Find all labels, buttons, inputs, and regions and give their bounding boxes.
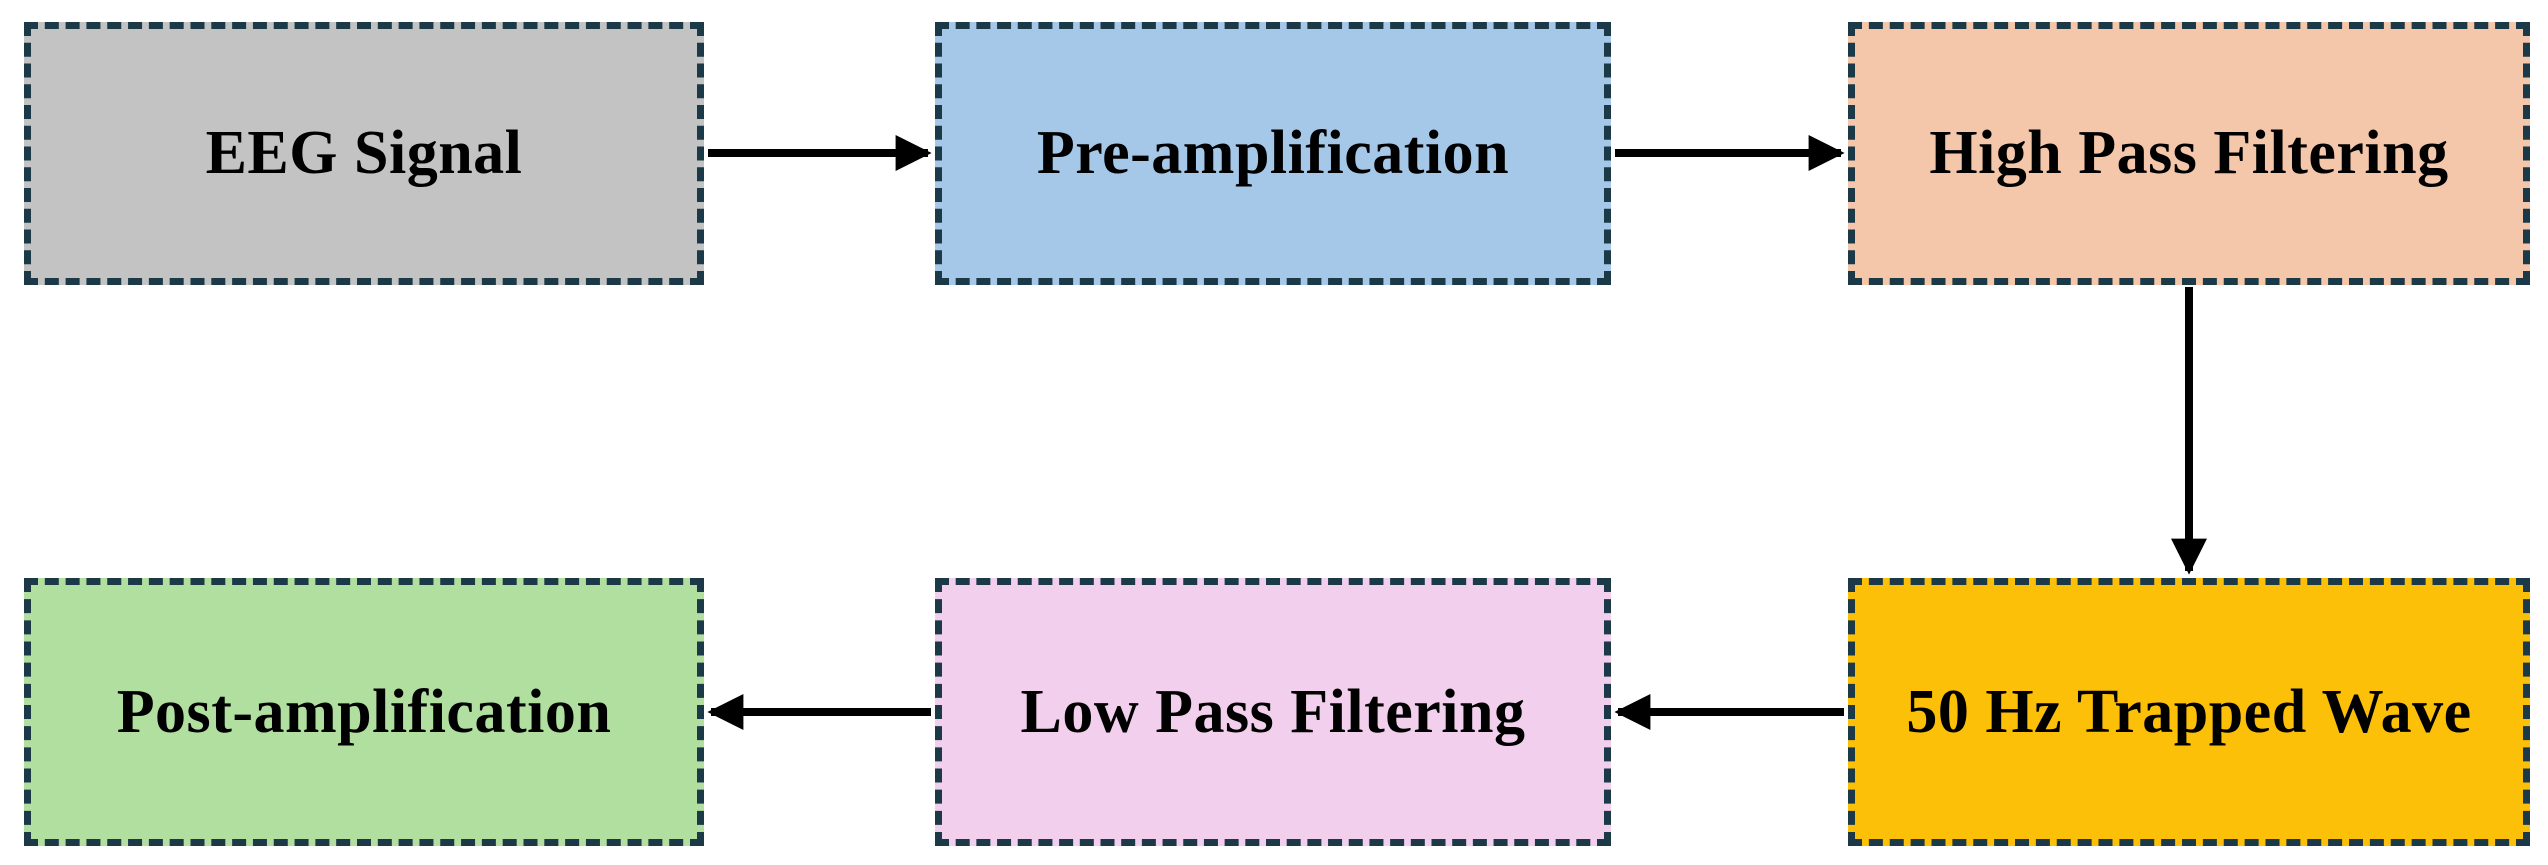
node-50hz-trapped-wave-label: 50 Hz Trapped Wave	[1906, 677, 2472, 746]
node-pre-amplification: Pre-amplification	[935, 22, 1611, 285]
node-pre-amplification-label: Pre-amplification	[1036, 119, 1510, 187]
node-eeg-signal: EEG Signal	[24, 22, 704, 285]
node-low-pass-filtering-label: Low Pass Filtering	[1020, 677, 1526, 746]
node-post-amplification: Post-amplification	[24, 578, 704, 846]
node-high-pass-filtering: High Pass Filtering	[1848, 22, 2530, 285]
node-post-amplification-label: Post-amplification	[116, 677, 612, 746]
node-50hz-trapped-wave: 50 Hz Trapped Wave	[1848, 578, 2530, 846]
node-eeg-signal-label: EEG Signal	[205, 119, 523, 187]
node-low-pass-filtering: Low Pass Filtering	[935, 578, 1611, 846]
node-high-pass-filtering-label: High Pass Filtering	[1929, 119, 2449, 187]
